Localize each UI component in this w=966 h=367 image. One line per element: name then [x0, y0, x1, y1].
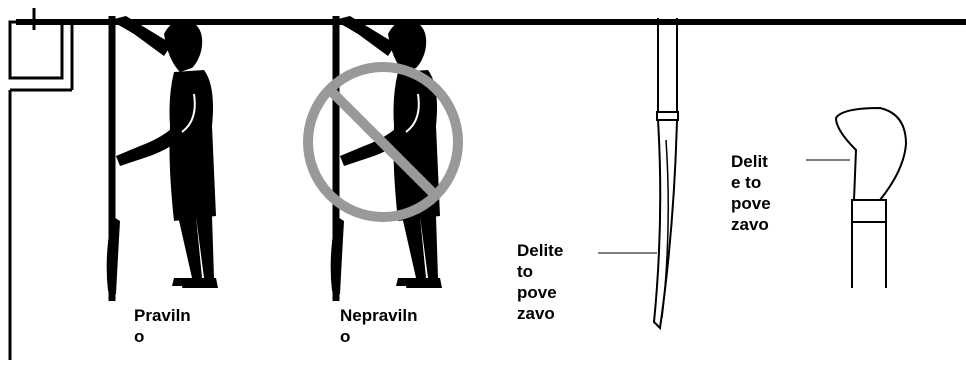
label-correct: Praviln o — [134, 305, 191, 347]
strap-side-view-icon — [598, 18, 678, 328]
label-strap-part-top: Delit e to pove zavo — [731, 151, 771, 235]
person-incorrect-icon — [331, 16, 442, 301]
person-correct-icon — [107, 16, 218, 301]
strap-top-view-icon — [806, 108, 906, 288]
label-strap-part-side: Delite to pove zavo — [517, 240, 563, 324]
label-incorrect: Nepraviln o — [340, 305, 417, 347]
